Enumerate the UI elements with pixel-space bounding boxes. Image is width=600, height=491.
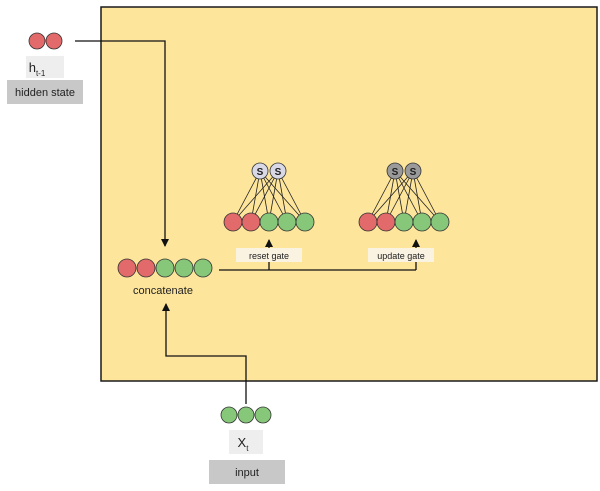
red-node bbox=[117, 258, 137, 278]
concatenate-label: concatenate bbox=[133, 285, 193, 297]
gate-edge bbox=[385, 170, 414, 223]
red-node bbox=[358, 212, 378, 232]
sigmoid-node bbox=[269, 162, 287, 180]
gate-edge bbox=[250, 170, 279, 223]
gate-edge bbox=[367, 170, 414, 223]
green-node bbox=[237, 406, 255, 424]
input-arrow bbox=[162, 303, 247, 404]
hidden-state-symbol-box bbox=[26, 56, 64, 78]
green-node bbox=[430, 212, 450, 232]
input-symbol-box bbox=[229, 430, 263, 454]
hidden-state-label: hidden state bbox=[15, 87, 75, 99]
hidden-state-label-box bbox=[7, 80, 83, 104]
gate-edge bbox=[232, 170, 261, 223]
input-group: Xt input bbox=[209, 406, 285, 484]
reset-gate-label-box bbox=[236, 248, 302, 262]
sigmoid-node bbox=[386, 162, 404, 180]
red-node bbox=[376, 212, 396, 232]
red-node bbox=[223, 212, 243, 232]
cell-panel bbox=[100, 6, 598, 382]
gate-edge bbox=[412, 170, 441, 223]
red-node bbox=[136, 258, 156, 278]
hidden-state-nodes bbox=[28, 32, 63, 50]
input-symbol: Xt bbox=[238, 435, 250, 453]
green-node bbox=[174, 258, 194, 278]
gate-edge bbox=[277, 170, 306, 223]
hidden-state-arrow bbox=[75, 40, 169, 247]
update-gate-label: update gate bbox=[377, 251, 425, 261]
reset-gate-nodes bbox=[223, 212, 315, 232]
green-node bbox=[259, 212, 279, 232]
green-node bbox=[277, 212, 297, 232]
concatenate-nodes bbox=[117, 258, 213, 278]
sigmoid-symbol: S bbox=[257, 167, 264, 178]
green-node bbox=[412, 212, 432, 232]
green-node bbox=[394, 212, 414, 232]
green-node bbox=[220, 406, 238, 424]
gate-edge bbox=[232, 170, 279, 223]
red-node bbox=[45, 32, 63, 50]
gate-edge bbox=[367, 170, 396, 223]
green-node bbox=[193, 258, 213, 278]
update-gate-edges bbox=[367, 170, 441, 223]
green-node bbox=[155, 258, 175, 278]
input-nodes bbox=[220, 406, 272, 424]
sigmoid-node bbox=[404, 162, 422, 180]
sigmoid-node bbox=[251, 162, 269, 180]
hidden-state-group: ht-1 hidden state bbox=[7, 32, 83, 104]
green-node bbox=[295, 212, 315, 232]
sigmoid-symbol: S bbox=[392, 167, 399, 178]
red-node bbox=[241, 212, 261, 232]
update-gate-label-box bbox=[368, 248, 434, 262]
red-node bbox=[28, 32, 46, 50]
green-node bbox=[254, 406, 272, 424]
input-label-box bbox=[209, 460, 285, 484]
sigmoid-symbol: S bbox=[410, 167, 417, 178]
concatenate-group: concatenate bbox=[117, 258, 213, 297]
input-label: input bbox=[235, 467, 259, 479]
reset-gate-label: reset gate bbox=[249, 251, 289, 261]
sigmoid-symbol: S bbox=[275, 167, 282, 178]
update-gate-nodes bbox=[358, 212, 450, 232]
hidden-state-symbol: ht-1 bbox=[29, 60, 46, 78]
